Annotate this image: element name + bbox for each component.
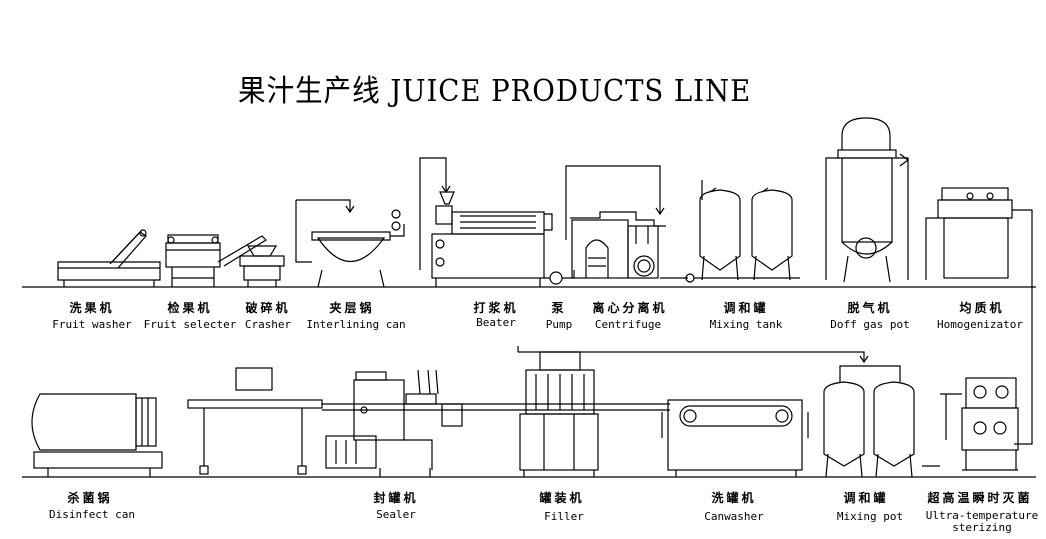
ultra-temperature-sterilizer-machine [922,377,1019,471]
label-pump-en: Pump [545,318,573,331]
label-beater-en: Beater [476,316,516,329]
label-canwasher-en: Canwasher [704,510,764,523]
label-centrifuge-en: Centrifuge [594,318,662,331]
mixing-tank-machine [699,187,800,281]
fruit-selecter-machine [165,234,221,287]
label-mixing-pot-en: Mixing pot [836,510,904,523]
label-fruit-selecter-en: Fruit selecter [143,318,237,331]
label-homogenizator-cn: 均质机 [959,301,1005,315]
fruit-washer-machine [57,229,161,287]
filler-machine [517,346,869,477]
canwasher-machine [661,399,809,477]
label-sealer-cn: 封罐机 [373,491,419,505]
conveyor-belt [187,367,323,475]
label-doff-gas-pot-cn: 脱气机 [847,301,893,315]
label-centrifuge-cn: 离心分离机 [592,301,668,315]
label-fruit-washer-en: Fruit washer [52,318,132,331]
disinfect-can-machine [31,393,163,477]
label-ultra-temperature-sterizing-en: Ultra-temperature sterizing [925,509,1039,534]
label-doff-gas-pot-en: Doff gas pot [830,318,910,331]
label-filler-cn: 罐装机 [539,491,585,505]
pump-machine [544,165,665,285]
label-interlining-can-en: Interlining can [306,318,406,331]
label-fruit-washer-cn: 洗果机 [69,301,115,315]
label-filler-en: Filler [544,510,584,523]
label-mixing-tank-en: Mixing tank [709,318,783,331]
centrifuge-machine [570,211,666,279]
label-disinfect-can-cn: 杀菌锅 [67,491,113,505]
label-pump-cn: 泵 [551,301,567,315]
label-canwasher-cn: 洗罐机 [711,491,757,505]
label-interlining-can-cn: 夹层锅 [329,301,375,315]
sealer-machine [325,369,463,477]
crasher-machine [217,235,285,287]
label-crasher-cn: 破碎机 [245,301,291,315]
label-crasher-en: Crasher [244,318,292,331]
label-mixing-tank-cn: 调和罐 [723,301,769,315]
label-beater-cn: 打浆机 [473,301,519,315]
beater-machine [419,157,553,287]
doff-gas-pot-machine [825,117,909,283]
mixing-pot-machine [823,365,915,478]
label-disinfect-can-en: Disinfect can [48,508,136,521]
interlining-can-machine [295,199,405,288]
label-sealer-en: Sealer [376,508,416,521]
label-homogenizator-en: Homogenizator [936,318,1024,331]
lower-conveyor [322,403,670,411]
diagram-title: 果汁生产线 JUICE PRODUCTS LINE [238,74,752,109]
label-ultra-temperature-sterizing-cn: 超高温瞬时灭菌 [927,491,1033,505]
homogenizator-machine [925,187,1033,445]
label-fruit-selecter-cn: 检果机 [167,301,213,315]
label-mixing-pot-cn: 调和罐 [843,491,889,505]
